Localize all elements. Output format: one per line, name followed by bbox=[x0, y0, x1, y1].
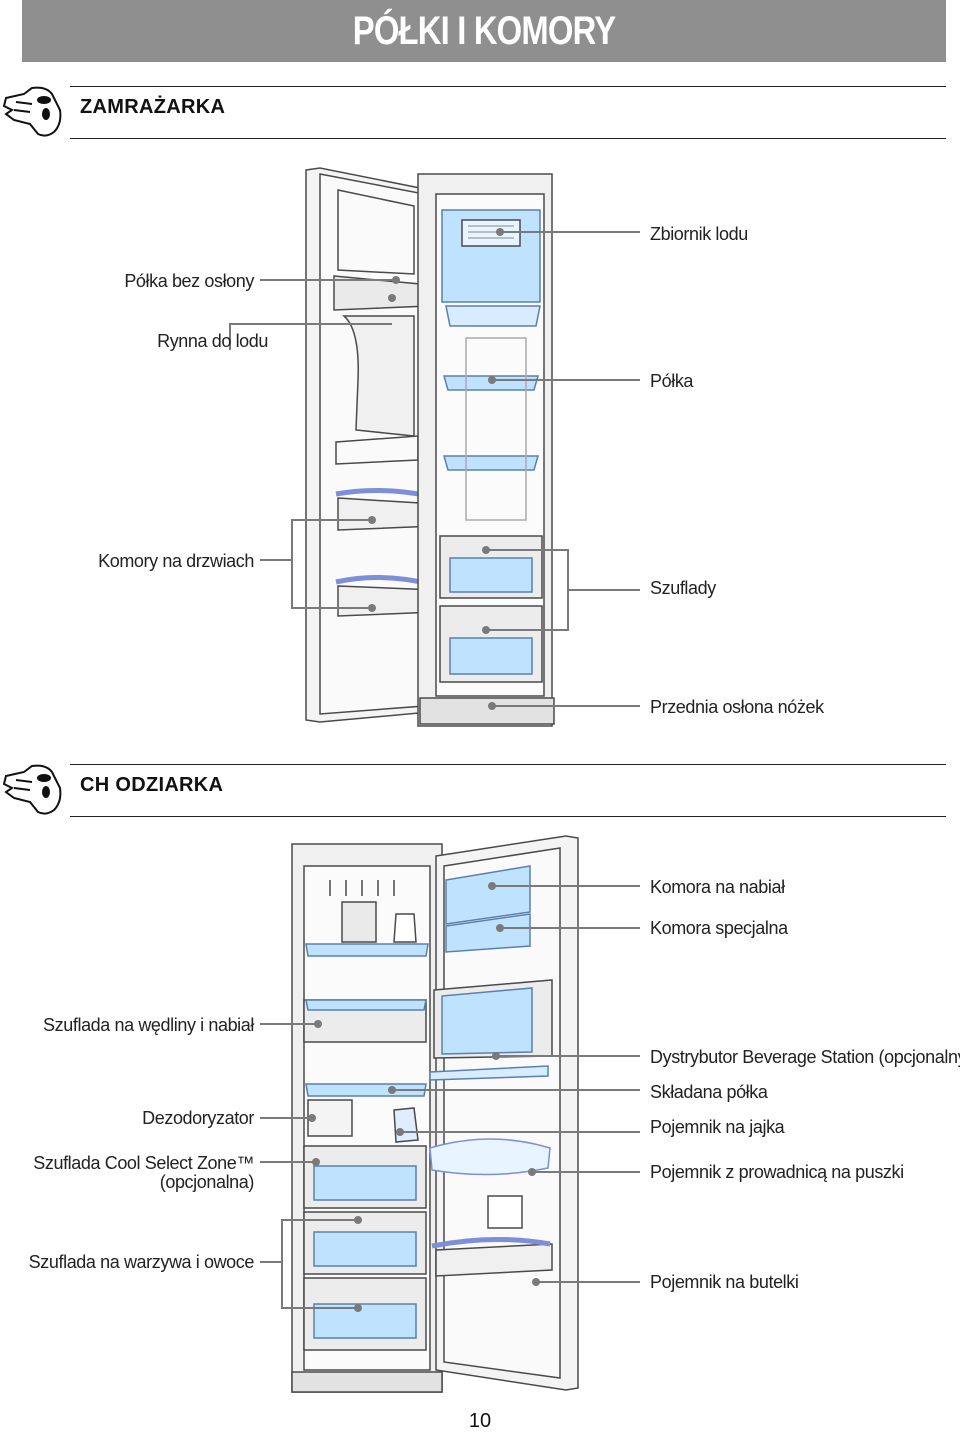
pointing-hand-mascot-icon bbox=[2, 764, 62, 815]
section-rule bbox=[70, 138, 946, 139]
folding-shelf bbox=[429, 1065, 549, 1081]
section-header-fridge: CH ODZIARKA bbox=[0, 762, 960, 822]
label-door-bins: Komory na drzwiach bbox=[98, 551, 254, 571]
label-ice-chute: Rynna do lodu bbox=[157, 331, 268, 351]
fridge-diagram bbox=[260, 835, 640, 1393]
freezer-shelf-2 bbox=[443, 455, 539, 471]
label-foot-cover: Przednia osłona nóżek bbox=[650, 697, 824, 717]
fridge-shelf-2 bbox=[305, 1083, 427, 1097]
foot-cover bbox=[419, 697, 555, 725]
page-title: PÓŁKI I KOMORY bbox=[352, 8, 616, 53]
label-can-dispenser: Pojemnik z prowadnicą na puszki bbox=[650, 1162, 904, 1182]
label-bottle-bin: Pojemnik na butelki bbox=[650, 1272, 799, 1292]
section-rule bbox=[70, 764, 946, 765]
label-cool-select: Szuflada Cool Select Zone™ (opcjonalna) bbox=[33, 1153, 254, 1192]
label-meat-drawer: Szuflada na wędliny i nabiał bbox=[43, 1015, 254, 1035]
label-drawers: Szuflady bbox=[650, 578, 716, 598]
dairy-compartment bbox=[445, 865, 531, 925]
label-ice-tank: Zbiornik lodu bbox=[650, 224, 748, 244]
label-folding-shelf: Składana półka bbox=[650, 1082, 768, 1102]
pointing-hand-mascot-icon bbox=[2, 86, 62, 137]
freezer-diagram bbox=[229, 167, 640, 727]
deodorizer-unit bbox=[393, 1107, 419, 1143]
section-heading-freezer: ZAMRAŻARKA bbox=[80, 96, 226, 118]
label-deodorizer: Dezodoryzator bbox=[142, 1108, 254, 1128]
label-vegetable-drawer: Szuflada na warzywa i owoce bbox=[28, 1252, 255, 1272]
label-egg-container: Pojemnik na jajka bbox=[650, 1117, 785, 1137]
label-shelf: Półka bbox=[650, 371, 694, 391]
section-rule bbox=[70, 86, 946, 87]
label-beverage-station: Dystrybutor Beverage Station (opcjonalny… bbox=[650, 1047, 960, 1067]
bottle-bin bbox=[435, 1243, 553, 1277]
page-number: 10 bbox=[468, 1410, 492, 1432]
section-heading-fridge: CH ODZIARKA bbox=[80, 774, 224, 796]
label-dairy-compartment: Komora na nabiał bbox=[650, 877, 785, 897]
ice-tank bbox=[441, 209, 541, 303]
fridge-shelf-1 bbox=[305, 943, 429, 957]
section-header-freezer: ZAMRAŻARKA bbox=[0, 84, 960, 144]
section-rule bbox=[70, 816, 946, 817]
special-compartment bbox=[445, 913, 531, 953]
label-special-compartment: Komora specjalna bbox=[650, 918, 788, 938]
label-uncovered-shelf: Półka bez osłony bbox=[124, 271, 254, 291]
can-dispenser bbox=[429, 1138, 551, 1176]
ice-chute bbox=[342, 315, 415, 437]
page-title-bar: PÓŁKI I KOMORY bbox=[22, 0, 946, 62]
